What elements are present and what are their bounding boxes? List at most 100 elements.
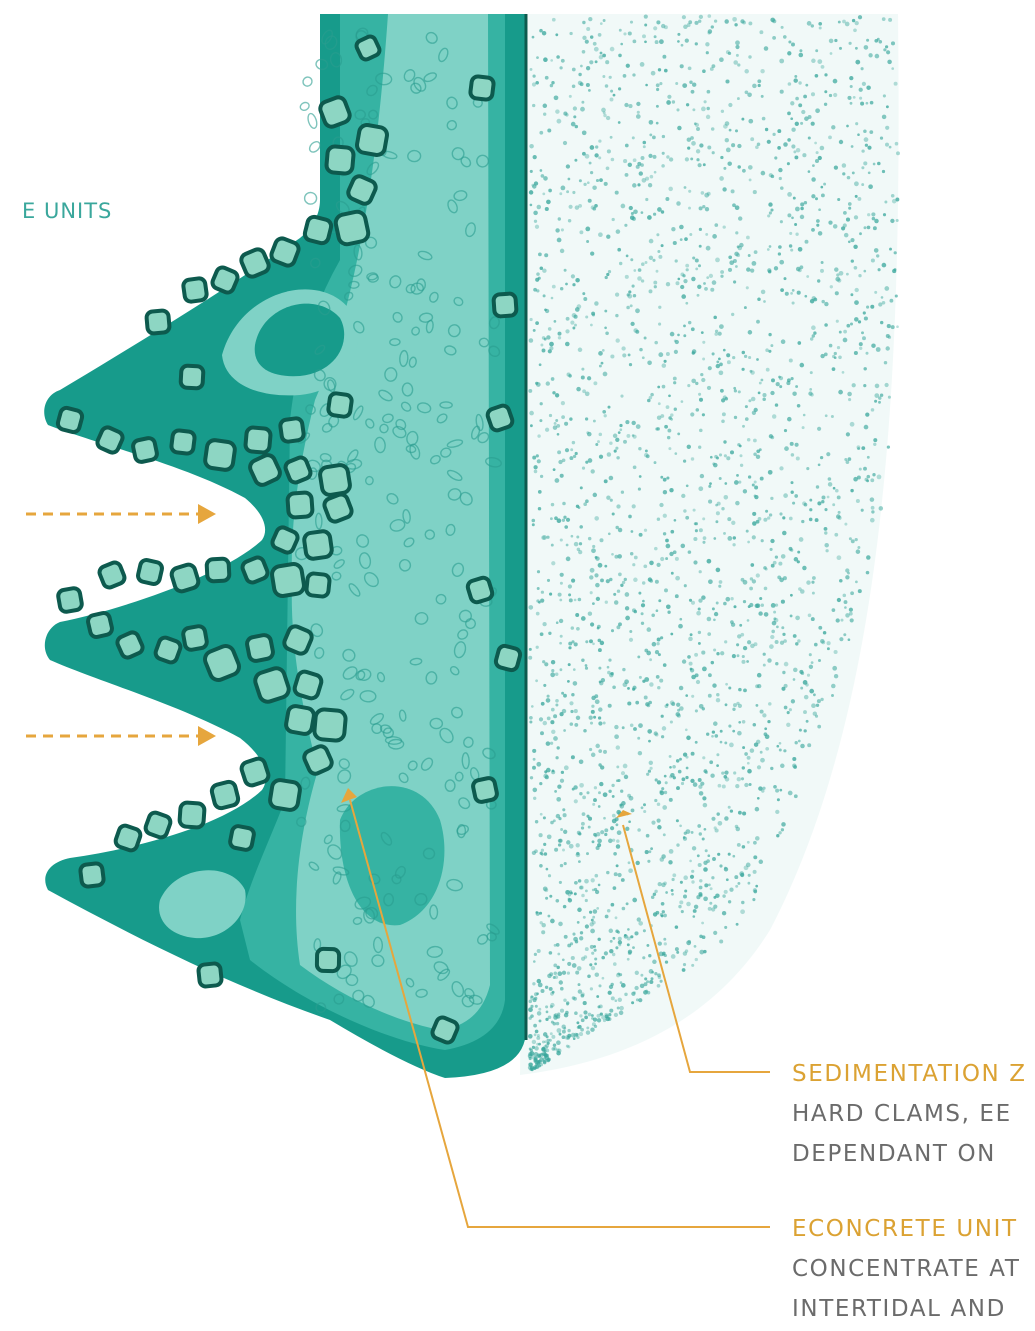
sediment-dot xyxy=(775,810,779,814)
sediment-dot xyxy=(675,594,679,598)
sediment-dot xyxy=(649,289,653,293)
sediment-dot xyxy=(582,796,586,800)
sediment-dot xyxy=(859,347,862,350)
sediment-dot xyxy=(702,796,706,800)
sediment-dot xyxy=(778,376,781,379)
sediment-dot xyxy=(880,136,883,139)
sediment-dot xyxy=(557,1028,562,1033)
sediment-dot xyxy=(593,798,597,802)
sediment-dot xyxy=(701,651,705,655)
sediment-dot xyxy=(675,82,678,85)
rounded-block-icon xyxy=(356,124,388,156)
sediment-dot xyxy=(738,216,742,220)
sediment-dot xyxy=(595,60,598,63)
sediment-dot xyxy=(793,668,798,673)
sediment-dot xyxy=(653,155,657,159)
sediment-dot xyxy=(706,276,709,279)
sediment-dot xyxy=(738,481,741,484)
sediment-dot xyxy=(656,233,659,236)
sediment-dot xyxy=(874,248,879,253)
sediment-dot xyxy=(580,931,583,934)
sediment-dot xyxy=(801,520,804,523)
sediment-dot xyxy=(704,100,707,103)
sediment-dot xyxy=(592,545,595,548)
sediment-dot xyxy=(598,707,602,711)
sediment-dot xyxy=(534,1046,538,1050)
sediment-dot xyxy=(855,581,858,584)
sediment-dot xyxy=(556,1040,561,1045)
sediment-dot xyxy=(569,456,573,460)
sediment-dot xyxy=(774,156,777,159)
sediment-dot xyxy=(592,602,595,605)
sediment-dot xyxy=(650,175,654,179)
sediment-dot xyxy=(770,497,773,500)
sediment-dot xyxy=(638,268,642,272)
sediment-dot xyxy=(572,963,577,968)
sediment-dot xyxy=(849,608,853,612)
sediment-dot xyxy=(568,642,572,646)
sediment-dot xyxy=(671,702,675,706)
sediment-dot xyxy=(886,105,889,108)
sediment-dot xyxy=(795,97,799,101)
sediment-dot xyxy=(691,752,695,756)
sediment-dot xyxy=(873,226,877,230)
sediment-dot xyxy=(545,897,548,900)
sediment-dot xyxy=(676,759,679,762)
sediment-dot xyxy=(627,928,630,931)
sediment-dot xyxy=(657,250,660,253)
sediment-dot xyxy=(734,252,739,257)
sediment-dot xyxy=(737,63,740,66)
sediment-dot xyxy=(647,627,652,632)
sediment-dot xyxy=(709,482,712,485)
sediment-dot xyxy=(716,652,719,655)
sediment-dot xyxy=(779,466,783,470)
sediment-dot xyxy=(727,360,731,364)
sediment-dot xyxy=(795,122,799,126)
sediment-dot xyxy=(614,1013,618,1017)
sediment-dot xyxy=(699,528,703,532)
sediment-dot xyxy=(767,140,771,144)
sediment-dot xyxy=(792,301,795,304)
sediment-dot xyxy=(615,823,618,826)
sediment-dot xyxy=(861,166,864,169)
sediment-dot xyxy=(618,54,622,58)
sediment-dot xyxy=(681,494,685,498)
sediment-dot xyxy=(698,892,702,896)
sediment-dot xyxy=(760,69,764,73)
sediment-dot xyxy=(758,84,761,87)
sediment-dot xyxy=(604,479,608,483)
sediment-dot xyxy=(720,730,723,733)
sediment-dot xyxy=(576,1021,579,1024)
sediment-dot xyxy=(529,144,534,149)
sediment-dot xyxy=(556,55,560,59)
sediment-dot xyxy=(585,640,588,643)
sediment-dot xyxy=(657,825,662,830)
sediment-dot xyxy=(555,393,559,397)
sediment-dot xyxy=(605,915,609,919)
sediment-dot xyxy=(850,293,853,296)
sediment-dot xyxy=(560,582,563,585)
sediment-dot xyxy=(561,771,564,774)
sediment-dot xyxy=(685,949,688,952)
sediment-dot xyxy=(652,642,657,647)
sediment-dot xyxy=(539,1057,544,1062)
sediment-dot xyxy=(647,729,652,734)
sediment-dot xyxy=(614,725,618,729)
sediment-dot xyxy=(739,445,742,448)
sediment-dot xyxy=(817,59,822,64)
sediment-dot xyxy=(741,660,745,664)
rounded-block-icon xyxy=(171,430,196,455)
sediment-dot xyxy=(770,344,773,347)
sediment-dot xyxy=(648,954,651,957)
sediment-dot xyxy=(533,797,536,800)
sediment-dot xyxy=(657,686,660,689)
sediment-dot xyxy=(667,95,671,99)
sediment-dot xyxy=(557,953,560,956)
sediment-dot xyxy=(855,122,858,125)
sediment-dot xyxy=(612,795,615,798)
sediment-dot xyxy=(611,553,614,556)
sediment-dot xyxy=(896,151,900,155)
sediment-dot xyxy=(559,599,562,602)
sediment-dot xyxy=(623,74,627,78)
sediment-dot xyxy=(712,683,716,687)
